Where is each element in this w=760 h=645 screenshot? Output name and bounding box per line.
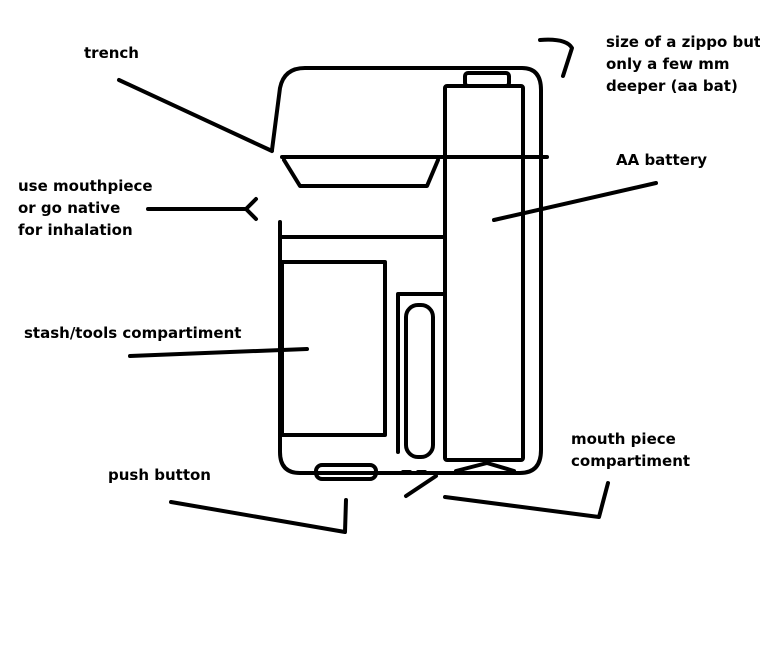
label-mouth-piece-compartment-line-1: mouth piece [571,430,676,448]
battery-terminal [463,71,511,88]
push-button-shape [314,463,378,481]
mouthpiece-compartment-leader-b [443,481,610,519]
label-size-note-line-2: only a few mm [606,55,730,73]
battery-body [443,84,525,462]
label-trench: trench [84,44,139,62]
mouthpiece-compartment-leader-a [404,474,438,498]
mouthpiece [404,303,435,459]
trench-cup [282,158,440,188]
label-mouthpiece-note-line-1: use mouthpiece [18,177,153,195]
mouthpiece-release [454,461,516,473]
label-push-button: push button [108,466,211,484]
label-mouthpiece-note-line-2: or go native [18,199,121,217]
label-mouthpiece-note: use mouthpiece or go native for inhalati… [18,175,153,241]
label-size-note: size of a zippo but only a few mm deeper… [606,31,760,97]
label-mouthpiece-note-line-3: for inhalation [18,221,133,239]
stash-leader [128,347,309,358]
battery-leader [492,181,658,222]
mouthpiece-note-arrow [244,197,258,221]
label-stash: stash/tools compartiment [24,324,242,342]
size-note-bracket [538,37,574,78]
mouthpiece-compartment-wall [396,292,447,454]
device-outline [270,66,543,475]
label-size-note-line-1: size of a zippo but [606,33,760,51]
label-mouth-piece-compartment: mouth piece compartiment [571,428,690,472]
label-size-note-line-3: deeper (aa bat) [606,77,738,95]
trench-leader [117,78,274,153]
label-aa-battery: AA battery [616,151,707,169]
push-button-leader [169,498,348,534]
label-mouth-piece-compartment-line-2: compartiment [571,452,691,470]
